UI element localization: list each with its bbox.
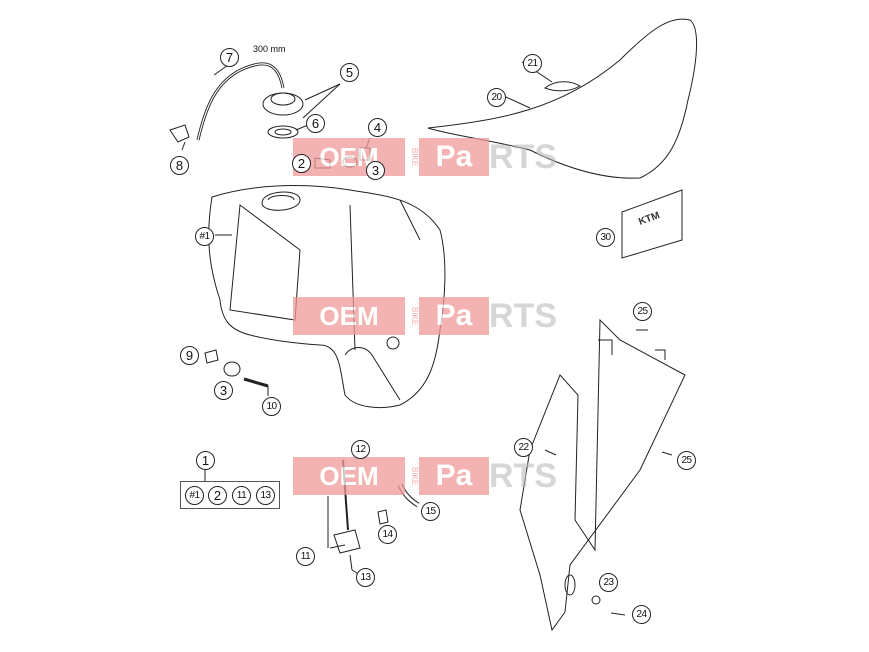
watermark: OEM BIKE Pa RTS bbox=[293, 457, 573, 495]
callout-22[interactable]: 22 bbox=[514, 438, 533, 457]
dimension-label: 300 mm bbox=[253, 44, 286, 54]
callout-25a[interactable]: 25 bbox=[633, 302, 652, 321]
watermark-bike: BIKE bbox=[410, 306, 419, 326]
callout-15[interactable]: 15 bbox=[421, 502, 440, 521]
watermark-rts: RTS bbox=[489, 296, 557, 335]
watermark-oem: OEM bbox=[293, 297, 405, 335]
callout-9[interactable]: 9 bbox=[180, 346, 199, 365]
watermark-pa: Pa bbox=[419, 297, 489, 335]
watermark-pa: Pa bbox=[419, 138, 489, 176]
watermark-bike: BIKE bbox=[410, 466, 419, 486]
callout-tank[interactable]: #1 bbox=[195, 227, 214, 246]
watermark-rts: RTS bbox=[489, 137, 557, 176]
fuel-tank bbox=[208, 185, 446, 408]
fuel-tap bbox=[333, 529, 361, 554]
kit-box: #1 2 11 13 bbox=[180, 481, 280, 509]
callout-30[interactable]: 30 bbox=[596, 228, 615, 247]
decal-30 bbox=[621, 189, 683, 259]
callout-12[interactable]: 12 bbox=[351, 440, 370, 459]
watermark-rts: RTS bbox=[489, 456, 557, 495]
watermark-oem: OEM bbox=[293, 138, 405, 176]
seat-cover-detail bbox=[544, 81, 581, 92]
callout-3b[interactable]: 3 bbox=[214, 381, 233, 400]
watermark-pa: Pa bbox=[419, 457, 489, 495]
callout-21[interactable]: 21 bbox=[523, 54, 542, 73]
callout-24[interactable]: 24 bbox=[632, 605, 651, 624]
kit-item-2[interactable]: 2 bbox=[208, 486, 227, 505]
callout-4[interactable]: 4 bbox=[368, 118, 387, 137]
callout-1[interactable]: 1 bbox=[196, 451, 215, 470]
watermark: OEM BIKE Pa RTS bbox=[293, 297, 573, 335]
kit-item-11[interactable]: 11 bbox=[232, 486, 251, 505]
callout-6[interactable]: 6 bbox=[306, 114, 325, 133]
seat-outline bbox=[427, 18, 697, 179]
callout-11[interactable]: 11 bbox=[296, 547, 315, 566]
kit-item-13[interactable]: 13 bbox=[256, 486, 275, 505]
watermark: OEM BIKE Pa RTS bbox=[293, 138, 573, 176]
callout-10[interactable]: 10 bbox=[262, 397, 281, 416]
kit-item-tank[interactable]: #1 bbox=[185, 486, 204, 505]
callout-20[interactable]: 20 bbox=[487, 88, 506, 107]
watermark-bike: BIKE bbox=[410, 147, 419, 167]
callout-5[interactable]: 5 bbox=[340, 63, 359, 82]
callout-2[interactable]: 2 bbox=[292, 154, 311, 173]
callout-25b[interactable]: 25 bbox=[677, 451, 696, 470]
callout-8[interactable]: 8 bbox=[170, 156, 189, 175]
callout-14[interactable]: 14 bbox=[378, 525, 397, 544]
tank-spoiler bbox=[519, 318, 686, 632]
callout-13[interactable]: 13 bbox=[356, 568, 375, 587]
watermark-oem: OEM bbox=[293, 457, 405, 495]
callout-7[interactable]: 7 bbox=[220, 48, 239, 67]
callout-23[interactable]: 23 bbox=[599, 573, 618, 592]
callout-3[interactable]: 3 bbox=[366, 161, 385, 180]
